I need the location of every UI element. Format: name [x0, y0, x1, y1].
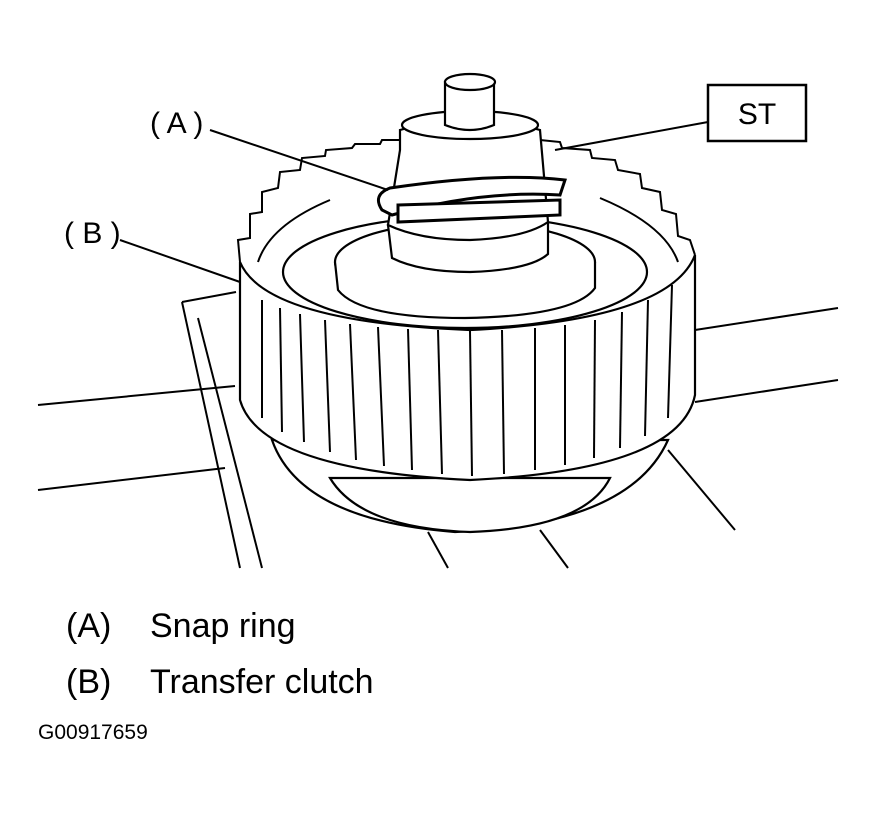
- legend: (A) Snap ring (B) Transfer clutch: [66, 598, 374, 710]
- callout-b: ( B ): [64, 217, 121, 250]
- legend-label: Snap ring: [150, 606, 296, 645]
- st-label: ST: [738, 98, 776, 131]
- workbench: [37, 291, 839, 569]
- snap-ring: [376, 175, 568, 224]
- leader-lines: [119, 121, 709, 283]
- callout-a: ( A ): [150, 107, 203, 140]
- st-callout-box: ST: [706, 83, 808, 143]
- legend-item: (A) Snap ring: [66, 598, 374, 654]
- legend-key: (A): [66, 606, 112, 645]
- special-tool: [386, 72, 550, 274]
- transfer-clutch-drum: [236, 139, 697, 482]
- legend-key: (B): [66, 662, 112, 701]
- legend-item: (B) Transfer clutch: [66, 654, 374, 710]
- legend-label: Transfer clutch: [150, 662, 374, 701]
- figure-id: G00917659: [38, 721, 148, 744]
